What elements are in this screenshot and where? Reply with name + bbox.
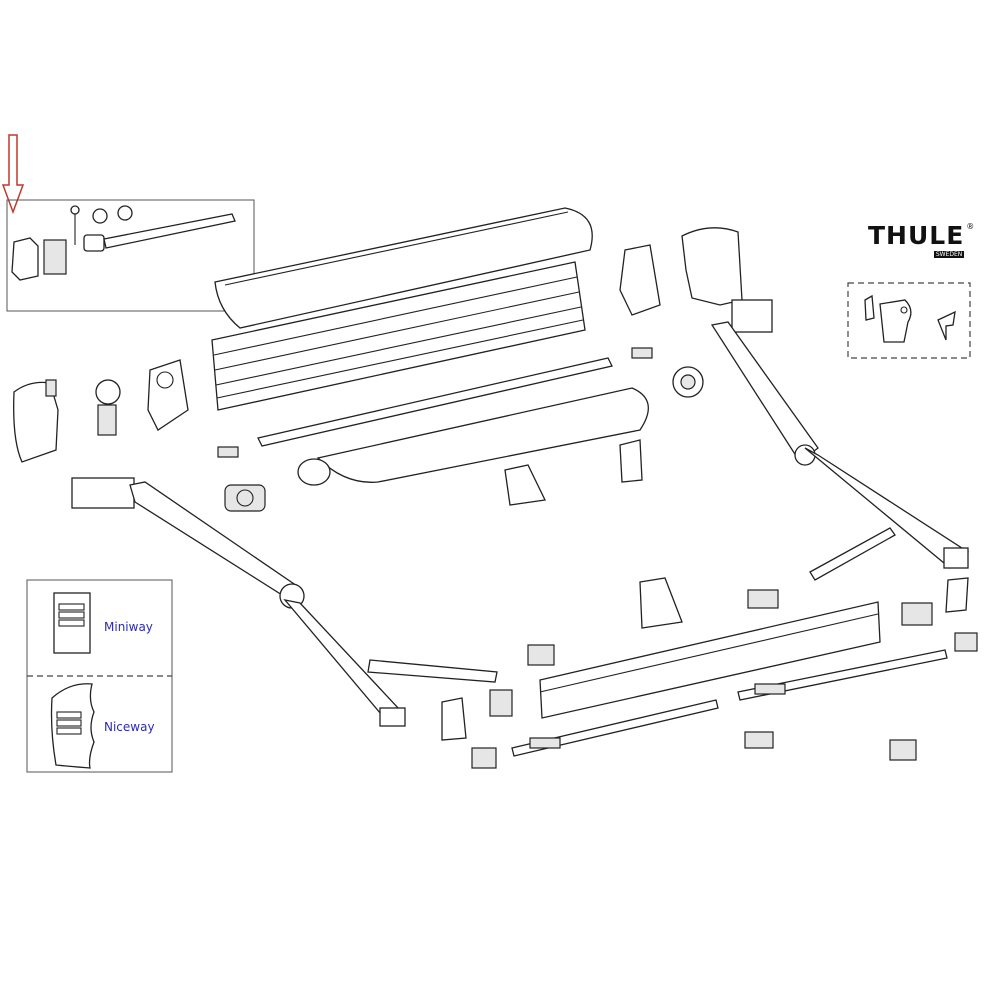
support-leg-left[interactable] [511,699,719,757]
crank-gear[interactable] [95,379,121,436]
logo-subtext: SWEDEN [933,251,965,258]
fabric-lead-bar[interactable] [257,357,613,447]
fabric-roll[interactable] [297,387,649,486]
bracket[interactable] [619,439,643,483]
support-foot[interactable] [504,464,546,506]
accessory-inset[interactable] [847,282,971,359]
parts-small[interactable] [441,577,978,769]
rafter-profile[interactable] [539,601,881,719]
down-arrow-icon [1,134,25,215]
niceway-remote-image[interactable] [50,683,95,769]
front-profile[interactable] [214,207,593,329]
left-cover[interactable] [13,379,59,463]
niceway-label: Niceway [104,720,155,734]
support-leg-right[interactable] [737,649,948,701]
cassette-profile[interactable] [211,261,586,411]
clip[interactable] [217,446,239,458]
logo-row: THULE ® [868,222,974,250]
roller-insert-right[interactable] [672,366,704,398]
right-cover[interactable] [681,227,743,306]
left-arm[interactable] [71,477,498,727]
thule-logo: THULE ® SWEDEN [868,222,974,258]
miniway-label: Miniway [104,620,153,634]
logo-text: THULE [868,221,965,250]
remote-options-box [26,579,173,773]
clip-right[interactable] [631,347,653,359]
registered-mark: ® [966,222,975,231]
roller-insert-left[interactable] [224,484,266,512]
end-cap-inset[interactable] [6,199,255,312]
miniway-remote-image[interactable] [53,592,91,654]
right-arm[interactable] [710,299,970,581]
motor-housing[interactable] [147,359,189,431]
right-motor-housing[interactable] [619,244,661,316]
